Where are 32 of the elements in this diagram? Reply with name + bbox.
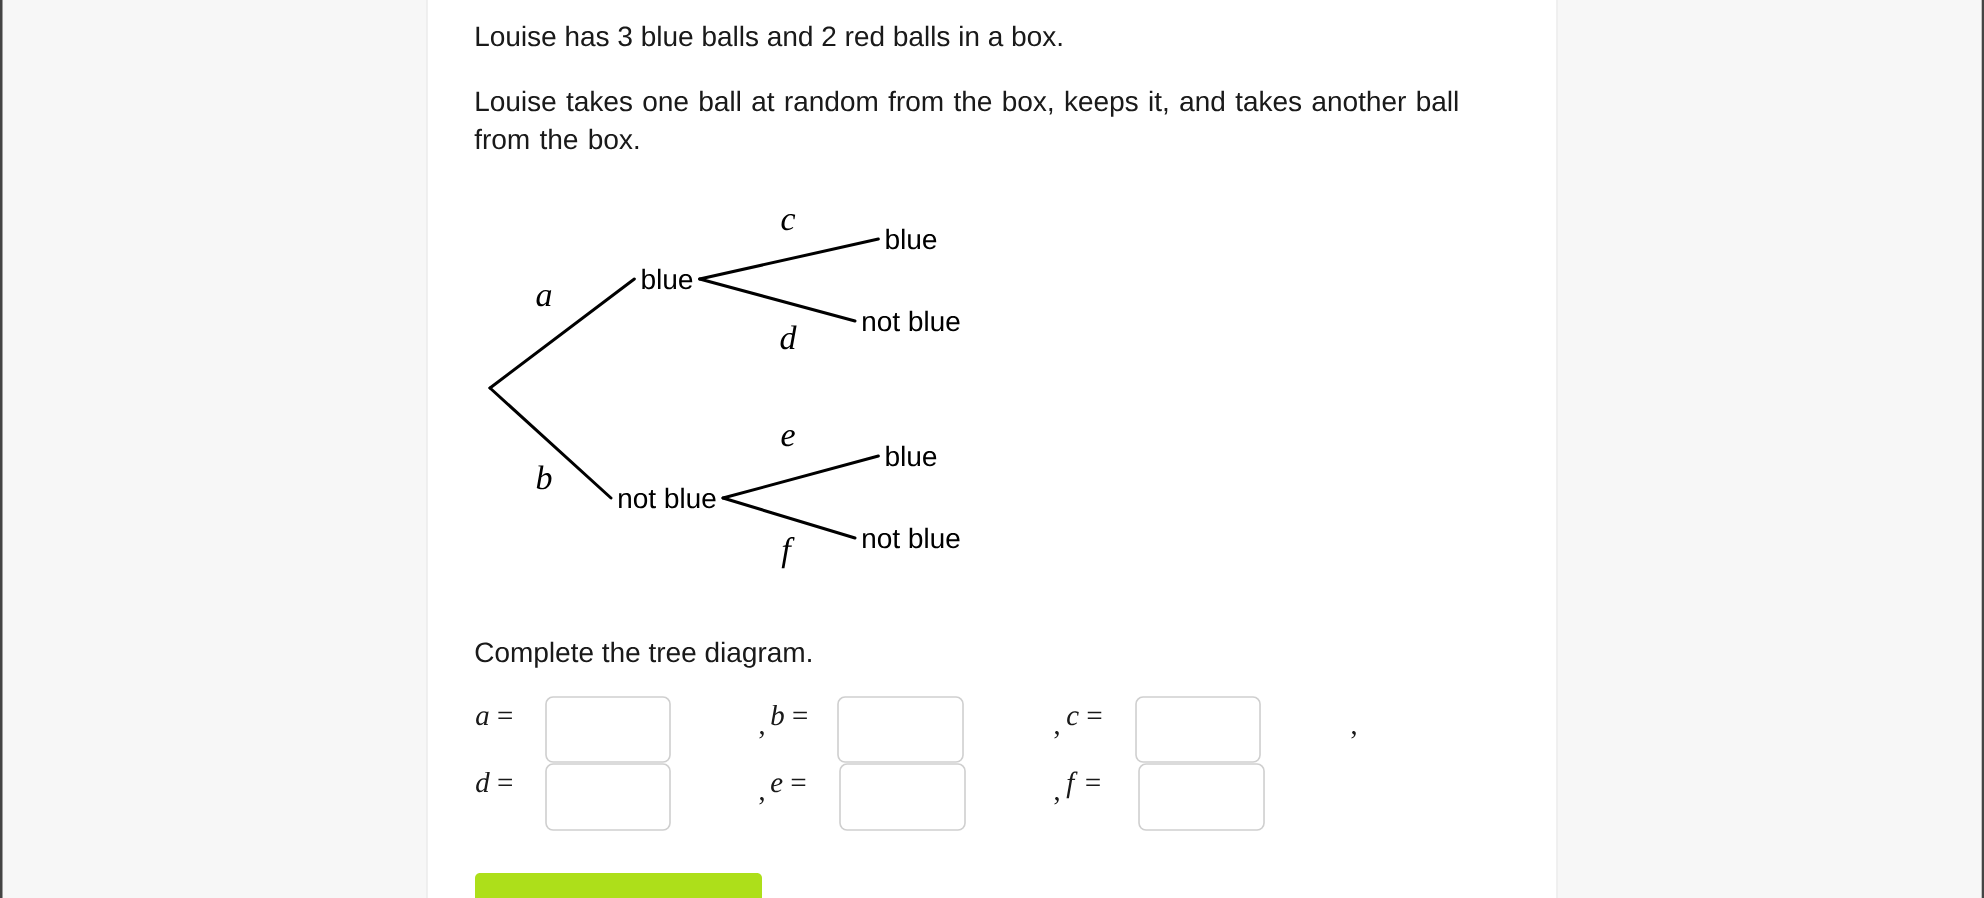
comma: ,	[1351, 731, 1356, 739]
edge-label: a	[536, 290, 552, 307]
edge-label: c	[781, 214, 796, 231]
outcome-label: not blue	[863, 310, 960, 332]
outcome-label: not blue	[863, 527, 960, 549]
question-text: Louise takes one ball at random from the box, keeps it, and takes another ball from the box.	[474, 90, 1458, 150]
variable-label: e =	[771, 778, 806, 793]
edge-label: d	[780, 325, 797, 350]
outcome-label: not blue	[619, 487, 716, 509]
variable-label: d =	[476, 771, 512, 793]
outcome-label: blue	[642, 268, 693, 290]
edge-label: b	[536, 465, 552, 490]
question-text: Louise has 3 blue balls and 2 red balls in a box.	[476, 25, 1062, 47]
tree-branch	[488, 277, 636, 390]
tree-branch	[698, 237, 880, 281]
edge-label: f	[781, 537, 795, 569]
variable-label: c =	[1067, 711, 1102, 726]
comma: ,	[759, 731, 764, 739]
tree-branch	[488, 386, 613, 500]
tree-branch	[721, 454, 880, 500]
variable-label: a =	[476, 711, 512, 726]
variable-label: f =	[1066, 771, 1100, 799]
tree-branch	[698, 277, 857, 323]
instruction-text: Complete the tree diagram.	[475, 641, 811, 668]
variable-label: b =	[771, 704, 807, 726]
outcome-label: blue	[886, 445, 937, 467]
comma: ,	[1054, 731, 1059, 739]
tree-branch	[721, 496, 857, 540]
outcome-label: blue	[886, 228, 937, 250]
comma: ,	[759, 797, 764, 805]
edge-label: e	[781, 430, 795, 447]
comma: ,	[1054, 797, 1059, 805]
